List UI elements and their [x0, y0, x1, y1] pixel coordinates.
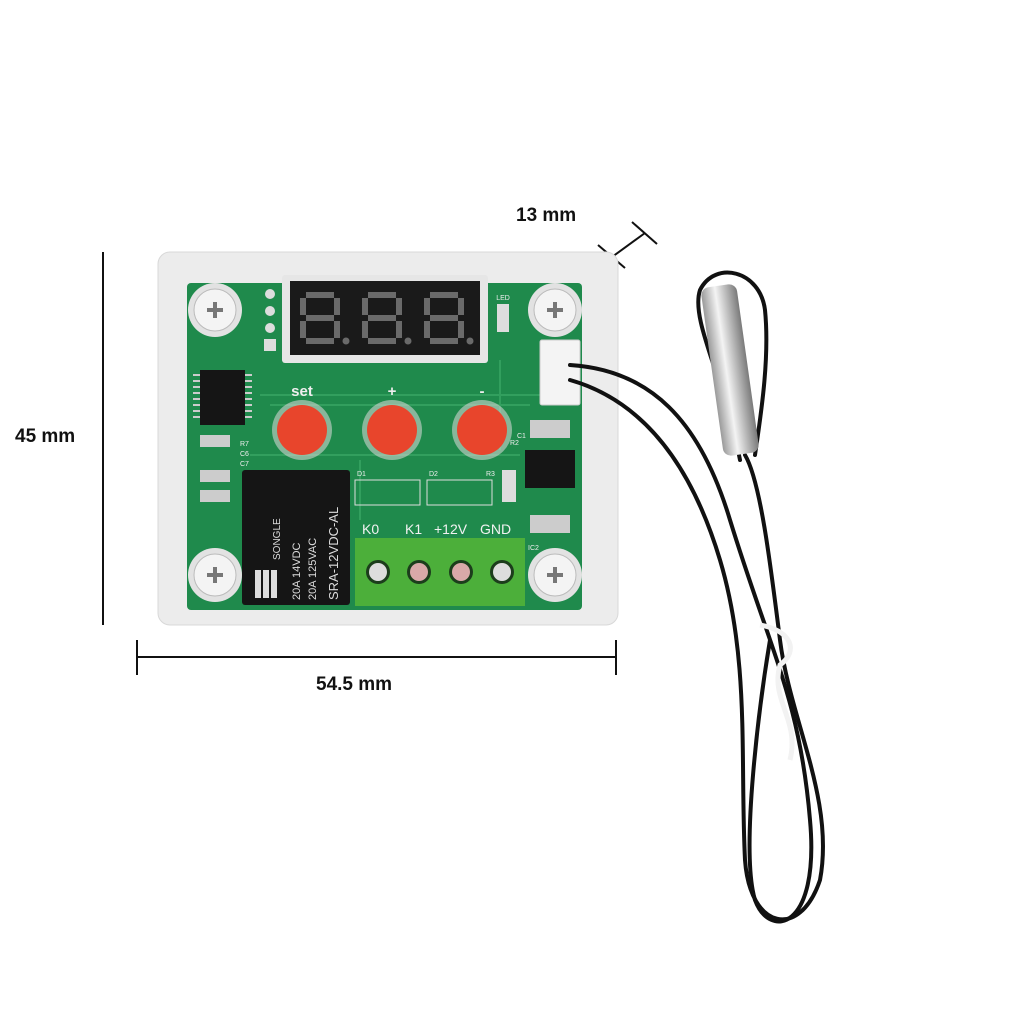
display-segment: [368, 292, 396, 298]
display-segment: [306, 292, 334, 298]
diode-d2: [426, 479, 493, 506]
display-segment: [300, 298, 306, 315]
sensor-connector: [539, 339, 581, 406]
terminal-screws: [366, 560, 514, 584]
terminal-label-k1: K1: [405, 521, 422, 537]
display-segment: [458, 321, 464, 338]
r7-label: C7: [240, 461, 249, 468]
display-segment: [424, 298, 430, 315]
relay-rating-dc: 20A 14VDC: [291, 542, 303, 600]
buttons: [272, 400, 512, 460]
r3-label: R3: [486, 471, 495, 478]
display-decimal-point: [466, 337, 474, 345]
header-pins: [264, 289, 276, 351]
display-segment: [306, 338, 334, 344]
relay-rating-ac: 20A 125VAC: [307, 538, 319, 600]
c7-label: C1: [517, 433, 526, 440]
display-decimal-point: [342, 337, 350, 345]
led: [497, 304, 509, 332]
relay-model: SRA-12VDC-AL: [326, 507, 341, 600]
display-segment: [458, 298, 464, 315]
voltage-regulator: [525, 450, 575, 488]
temperature-probe: [701, 284, 759, 456]
led-label: LED: [496, 295, 510, 302]
diode-d1: [354, 479, 421, 506]
display-segment: [300, 321, 306, 338]
display-digits: [300, 292, 474, 345]
mounting-screws: [188, 283, 582, 602]
display-segment: [306, 315, 334, 321]
height-label: 45 mm: [15, 426, 76, 447]
terminal-label-gnd: GND: [480, 521, 511, 537]
c4-label: R7: [240, 441, 249, 448]
set-label: set: [291, 383, 313, 400]
d1-label: D1: [357, 471, 366, 478]
microcontroller-chip: [200, 370, 245, 425]
plus-label: +: [388, 383, 397, 400]
cable-tie: [759, 622, 795, 761]
capacitor: [530, 420, 570, 438]
display-segment: [362, 298, 368, 315]
width-label: 54.5 mm: [316, 674, 393, 695]
c5-label: C6: [240, 451, 249, 458]
display-segment: [362, 321, 368, 338]
display-segment: [396, 321, 402, 338]
display-segment: [396, 298, 402, 315]
relay-brand: SONGLE: [272, 518, 283, 560]
display-segment: [334, 321, 340, 338]
display-segment: [430, 292, 458, 298]
display-segment: [368, 338, 396, 344]
minus-button[interactable]: [457, 405, 507, 455]
display-segment: [368, 315, 396, 321]
display-segment: [430, 338, 458, 344]
terminal-label-k0: K0: [362, 521, 379, 537]
minus-label: -: [480, 383, 485, 400]
plus-button[interactable]: [367, 405, 417, 455]
terminal-label-12v: +12V: [434, 521, 468, 537]
c6-label: IC2: [528, 545, 539, 552]
display-segment: [430, 315, 458, 321]
display-segment: [334, 298, 340, 315]
depth-label: 13 mm: [516, 205, 577, 226]
display-decimal-point: [404, 337, 412, 345]
ic2-label: R2: [510, 440, 519, 447]
d2-label: D2: [429, 471, 438, 478]
set-button[interactable]: [277, 405, 327, 455]
display-segment: [424, 321, 430, 338]
